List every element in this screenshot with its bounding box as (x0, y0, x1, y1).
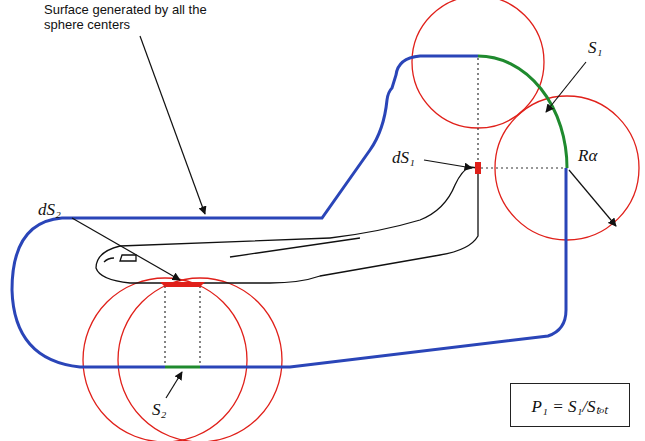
center-surface (12, 56, 566, 367)
s2-segment (165, 366, 200, 369)
element-label: dS₂ (38, 200, 61, 220)
radius-arrow (569, 170, 616, 226)
ds2-patch (160, 282, 205, 287)
leader-arrows (72, 36, 586, 398)
ds1-patch (475, 162, 481, 174)
surface-note: Surface generated by all the sphere cent… (44, 2, 234, 32)
aircraft (96, 167, 478, 283)
formula-box: P₁ = S₁/Sₜₒₜ (510, 383, 630, 427)
area-label: S₁ (588, 38, 602, 58)
area-label: S₂ (152, 400, 166, 420)
projection-lines (165, 58, 565, 366)
element-label: dS₁ (392, 148, 415, 168)
radius-label: Rα (578, 146, 597, 166)
formula-text: P₁ = S₁/Sₜₒₜ (532, 394, 609, 417)
s1-arc (478, 56, 567, 168)
sphere-circles (83, 0, 639, 441)
